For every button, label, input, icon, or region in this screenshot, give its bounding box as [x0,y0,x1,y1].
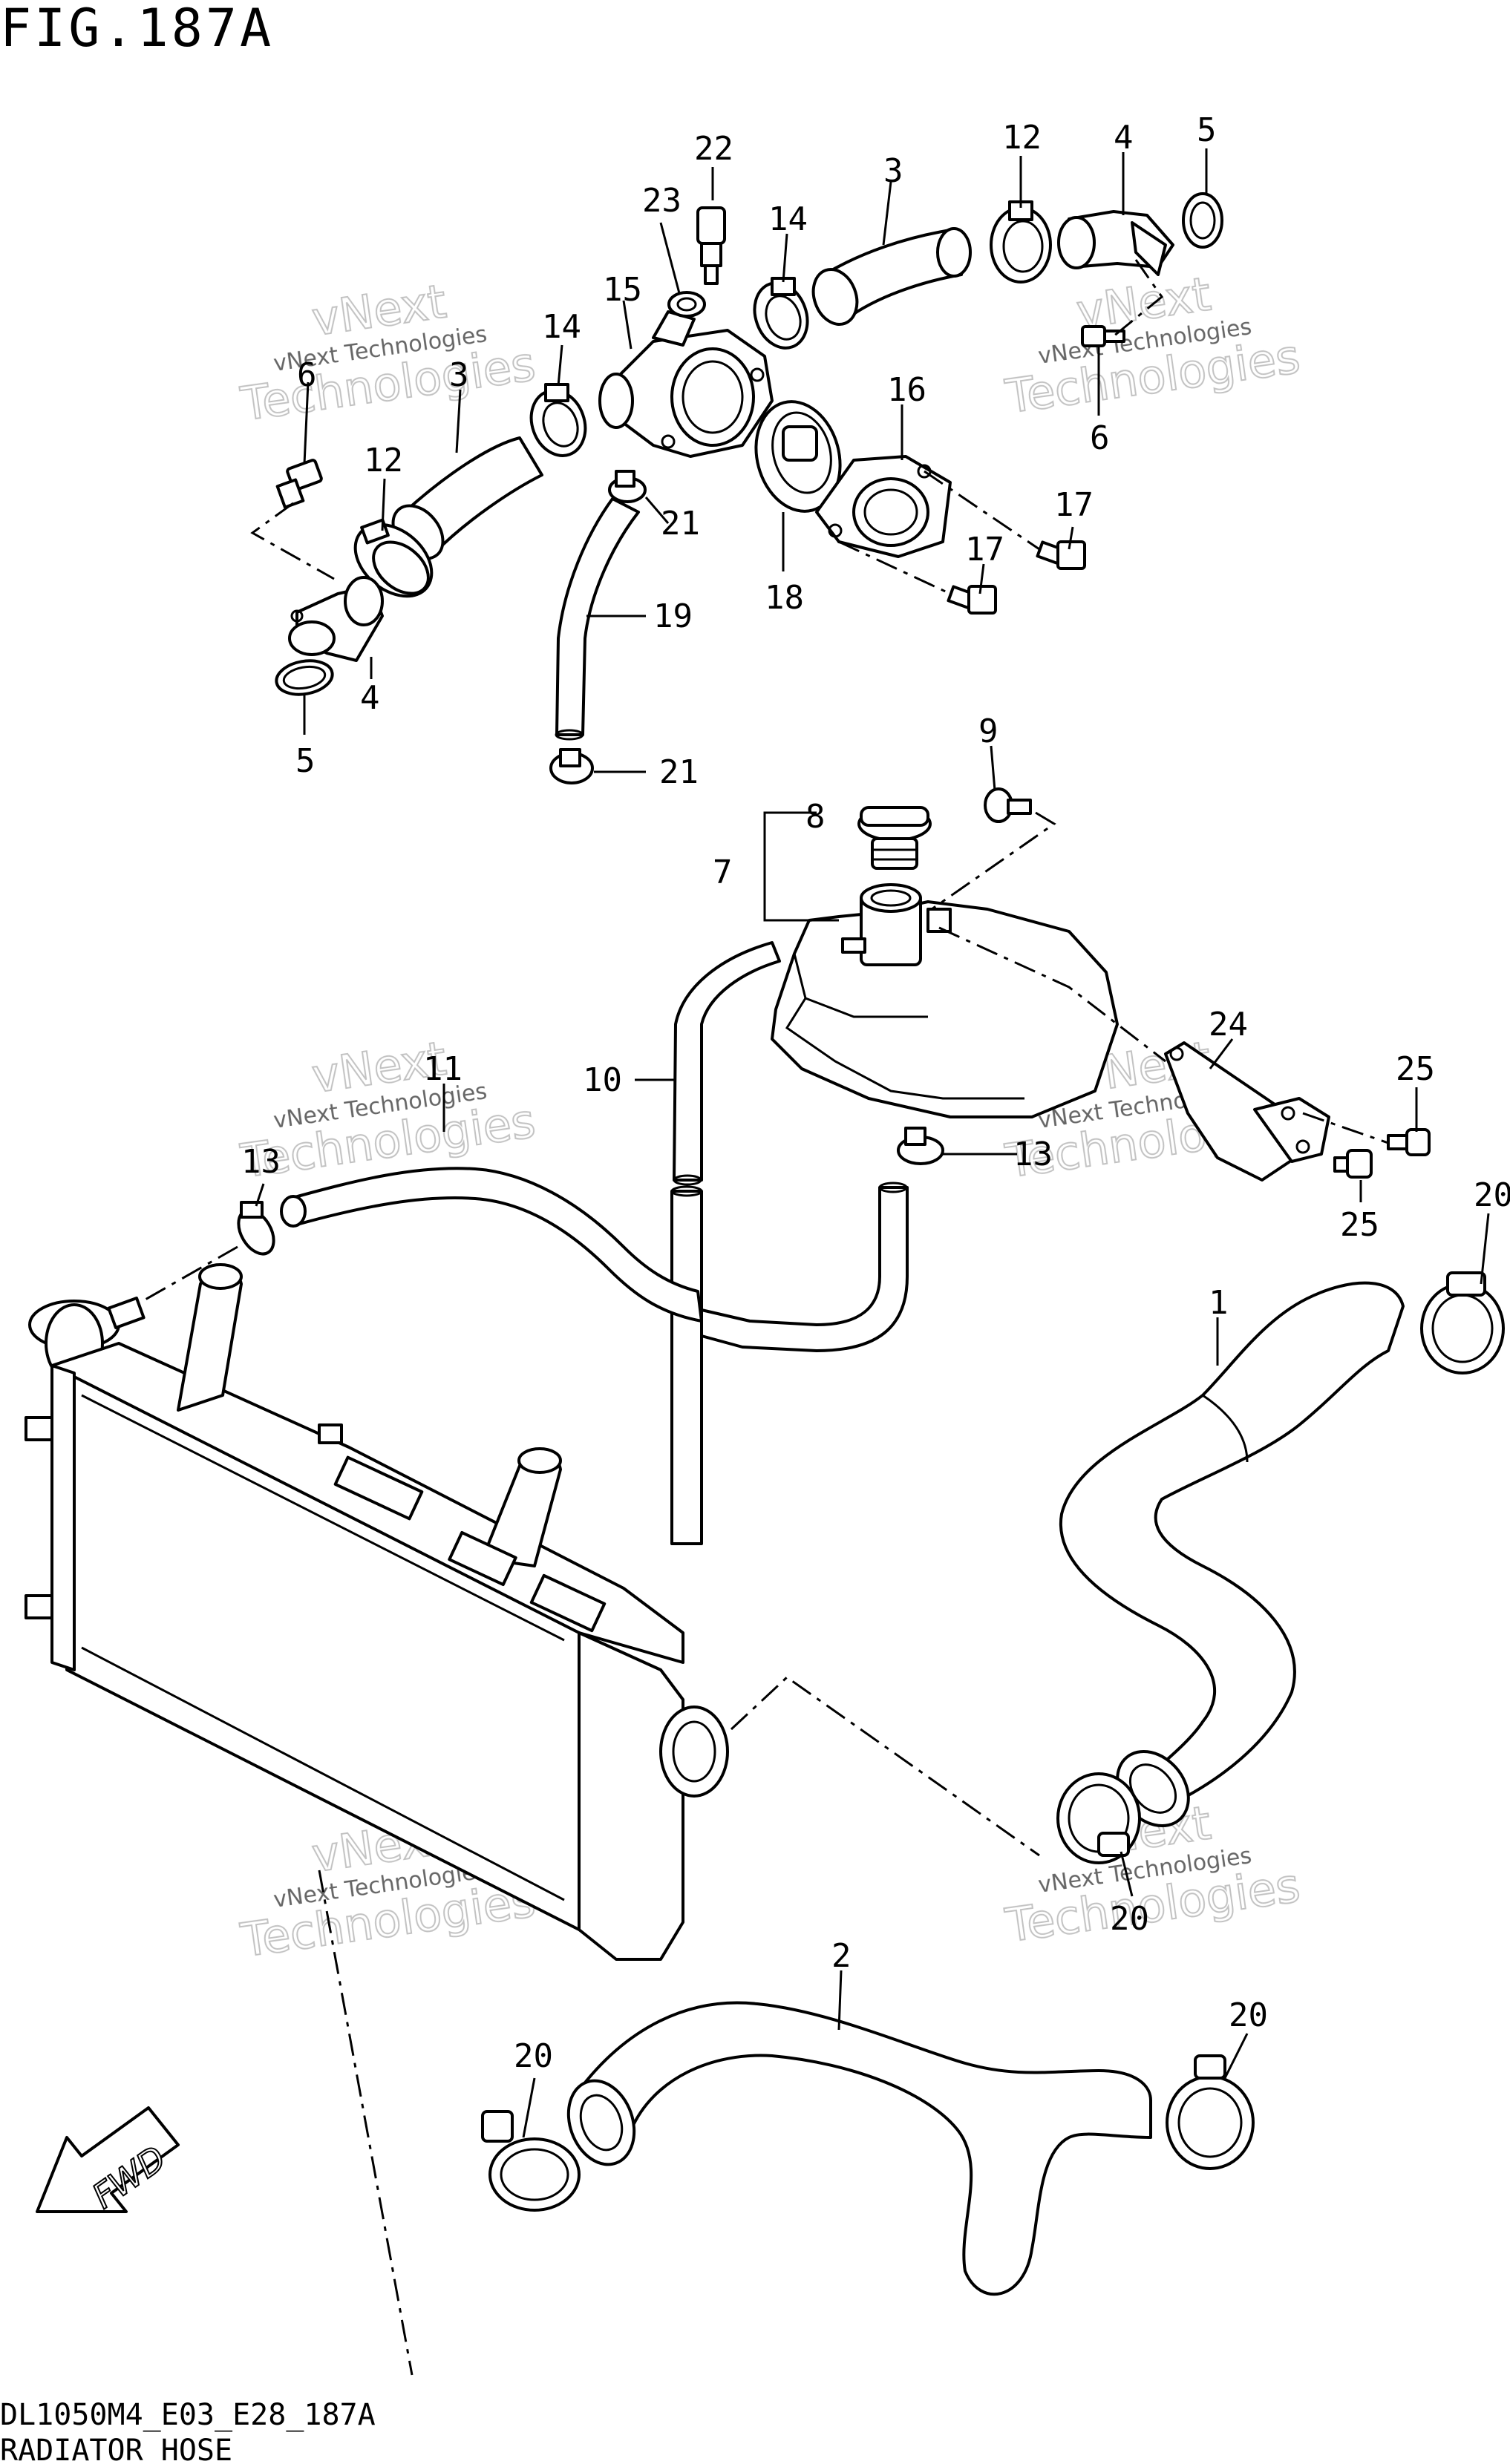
hose-19[interactable] [555,497,640,736]
radiator[interactable] [24,1263,729,1961]
clamp-12-left[interactable] [341,510,445,611]
callout-19: 19 [653,597,693,635]
callout-9: 9 [978,712,999,750]
callout-6-left: 6 [297,356,317,394]
callout-20-mid: 20 [1110,1900,1149,1938]
hose-1-group [1056,1271,1505,1864]
bolt-6-right[interactable] [1081,325,1125,347]
clamp-14-right[interactable] [746,275,817,355]
callout-20-lower-right: 20 [1229,1996,1268,2034]
callout-10: 10 [583,1061,622,1099]
thermostat-assembly [523,206,1086,784]
callout-14-right: 14 [768,200,808,238]
clamp-12-right[interactable] [990,200,1052,284]
callout-20-upper-right: 20 [1474,1176,1510,1214]
hose-2-group [481,2001,1255,2296]
hose-1[interactable] [1059,1281,1405,1805]
callout-3-right: 3 [883,152,903,190]
bracket-24[interactable] [1164,1041,1330,1182]
callout-16: 16 [887,371,926,409]
clamp-20-lower-left[interactable] [481,2110,581,2212]
reservoir-tank-7[interactable] [771,883,1119,1118]
callout-6-right: 6 [1090,419,1110,457]
clamp-14-left[interactable] [523,383,595,464]
callout-12-right: 12 [1002,119,1042,157]
hose-11-group [133,1167,703,1323]
callout-15: 15 [603,271,642,309]
hose-11[interactable] [288,1167,703,1323]
callout-11: 11 [423,1050,463,1088]
left-outlet-assembly [250,436,543,699]
washer-23[interactable] [667,291,706,318]
bolt-9[interactable] [984,787,1032,823]
bolt-17-lower[interactable] [947,585,997,615]
callout-18: 18 [765,579,804,617]
callout-2: 2 [831,1937,852,1975]
callout-14-left: 14 [542,308,581,346]
callout-25-upper: 25 [1396,1050,1435,1088]
bolt-25-lower[interactable] [1333,1149,1373,1179]
footer-name: RADIATOR HOSE [0,2434,232,2464]
clamp-21-lower[interactable] [549,748,594,784]
callout-17-lower: 17 [965,531,1004,569]
o-ring-5-left[interactable] [274,657,335,699]
reservoir-cap-8[interactable] [857,806,932,870]
callout-25-lower: 25 [1340,1206,1379,1244]
tank-outlet-hose[interactable] [700,1186,909,1352]
outlet-pipe-4-left[interactable] [288,576,384,662]
reservoir-tank-assembly [670,787,1431,1545]
clamp-13-left[interactable] [232,1201,281,1260]
footer-code: DL1050M4_E03_E28_187A [0,2398,376,2432]
callout-20-lower-left: 20 [514,2037,553,2075]
clamp-13-right[interactable] [897,1127,944,1165]
callout-4-left: 4 [360,679,380,717]
callout-17-upper: 17 [1054,486,1094,524]
callout-4-right: 4 [1114,119,1134,157]
outlet-pipe-4-right[interactable] [1057,210,1174,276]
callout-8: 8 [805,798,826,836]
callout-22: 22 [694,130,733,168]
callout-13-right: 13 [1013,1136,1053,1173]
bolt-17-upper[interactable] [1036,540,1086,570]
clamp-21-upper[interactable] [608,470,647,503]
callout-5-left: 5 [295,742,316,780]
callout-3-left: 3 [449,356,469,394]
thermostat-housing-15[interactable] [598,310,774,458]
figure-title: FIG.187A [0,0,274,59]
callout-23: 23 [642,182,682,220]
clamp-20-mid[interactable] [1056,1772,1141,1864]
o-ring-5-right[interactable] [1182,192,1223,249]
bolt-6-left[interactable] [275,459,323,509]
bolt-25-upper[interactable] [1387,1128,1431,1156]
callout-labels: 22 23 15 14 14 3 12 4 5 6 12 3 4 5 6 16 … [241,111,1510,2075]
callout-13-left: 13 [241,1143,281,1181]
thermostat-18[interactable] [744,392,852,520]
overflow-hose-10[interactable] [673,941,781,1182]
callout-21-lower: 21 [659,753,699,791]
callout-5-right: 5 [1197,111,1217,149]
temp-sensor-22[interactable] [696,206,726,285]
fwd-arrow-icon: FWD [36,2106,180,2217]
clamp-20-lower-right[interactable] [1166,2054,1255,2170]
callout-leaders [255,148,1490,2138]
right-inlet-assembly [746,192,1223,355]
callout-21-upper: 21 [661,505,700,543]
callout-7: 7 [713,853,733,891]
clamp-20-upper-right[interactable] [1420,1271,1505,1374]
thermostat-cover-16[interactable] [815,455,952,558]
callout-1: 1 [1209,1284,1229,1322]
hose-2[interactable] [570,2001,1152,2296]
callout-12-left: 12 [364,442,403,479]
callout-24: 24 [1209,1006,1248,1043]
